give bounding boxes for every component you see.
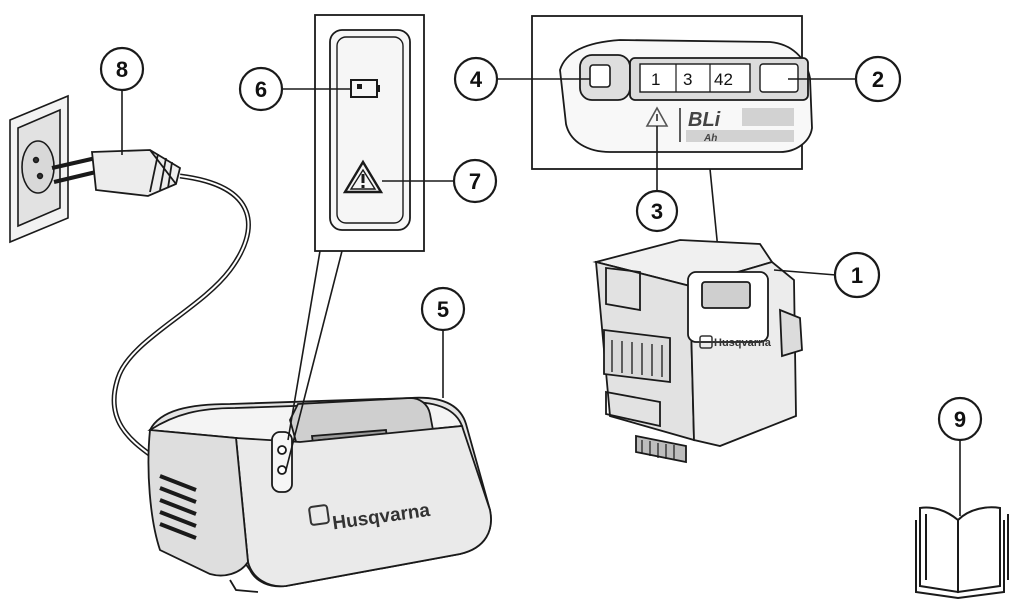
- power-plug-icon: [51, 149, 182, 197]
- svg-text:4: 4: [470, 67, 483, 92]
- callout-6: 6: [238, 66, 284, 112]
- battery-pack: [592, 239, 803, 464]
- callout-3: 3: [635, 189, 679, 233]
- svg-text:8: 8: [116, 57, 128, 82]
- wall-socket-icon: [9, 94, 69, 244]
- warning-triangle-icon: [342, 159, 384, 194]
- svg-text:3: 3: [651, 199, 663, 224]
- power-button-icon: [579, 54, 631, 101]
- callout-4: 4: [453, 56, 499, 102]
- segment-label-1: 1: [651, 70, 660, 89]
- segment-label-42: 42: [714, 70, 733, 89]
- callout-8: 8: [99, 46, 145, 92]
- callout-7: 7: [452, 158, 498, 204]
- segment-label-3: 3: [683, 70, 692, 89]
- svg-text:9: 9: [954, 407, 966, 432]
- ah-mark: Ah: [703, 133, 717, 144]
- svg-text:5: 5: [437, 297, 449, 322]
- callout-5: 5: [420, 286, 466, 332]
- charger-detail-callout: [285, 14, 425, 471]
- callout-leaders: [121, 78, 961, 516]
- battery-detail-callout: 1 3 42 BLi Ah: [531, 15, 813, 291]
- svg-text:7: 7: [469, 169, 481, 194]
- svg-text:2: 2: [872, 67, 884, 92]
- svg-text:6: 6: [255, 77, 267, 102]
- callout-9: 9: [937, 396, 983, 442]
- charger-unit: [147, 396, 492, 593]
- battery-logo: Husqvarna: [699, 335, 772, 349]
- svg-text:1: 1: [851, 263, 863, 288]
- svg-text:Husqvarna: Husqvarna: [714, 337, 772, 349]
- manual-book-icon: [915, 506, 1009, 600]
- callout-2: 2: [854, 55, 902, 103]
- bli-mark: BLi: [688, 109, 721, 131]
- callout-1: 1: [833, 251, 881, 299]
